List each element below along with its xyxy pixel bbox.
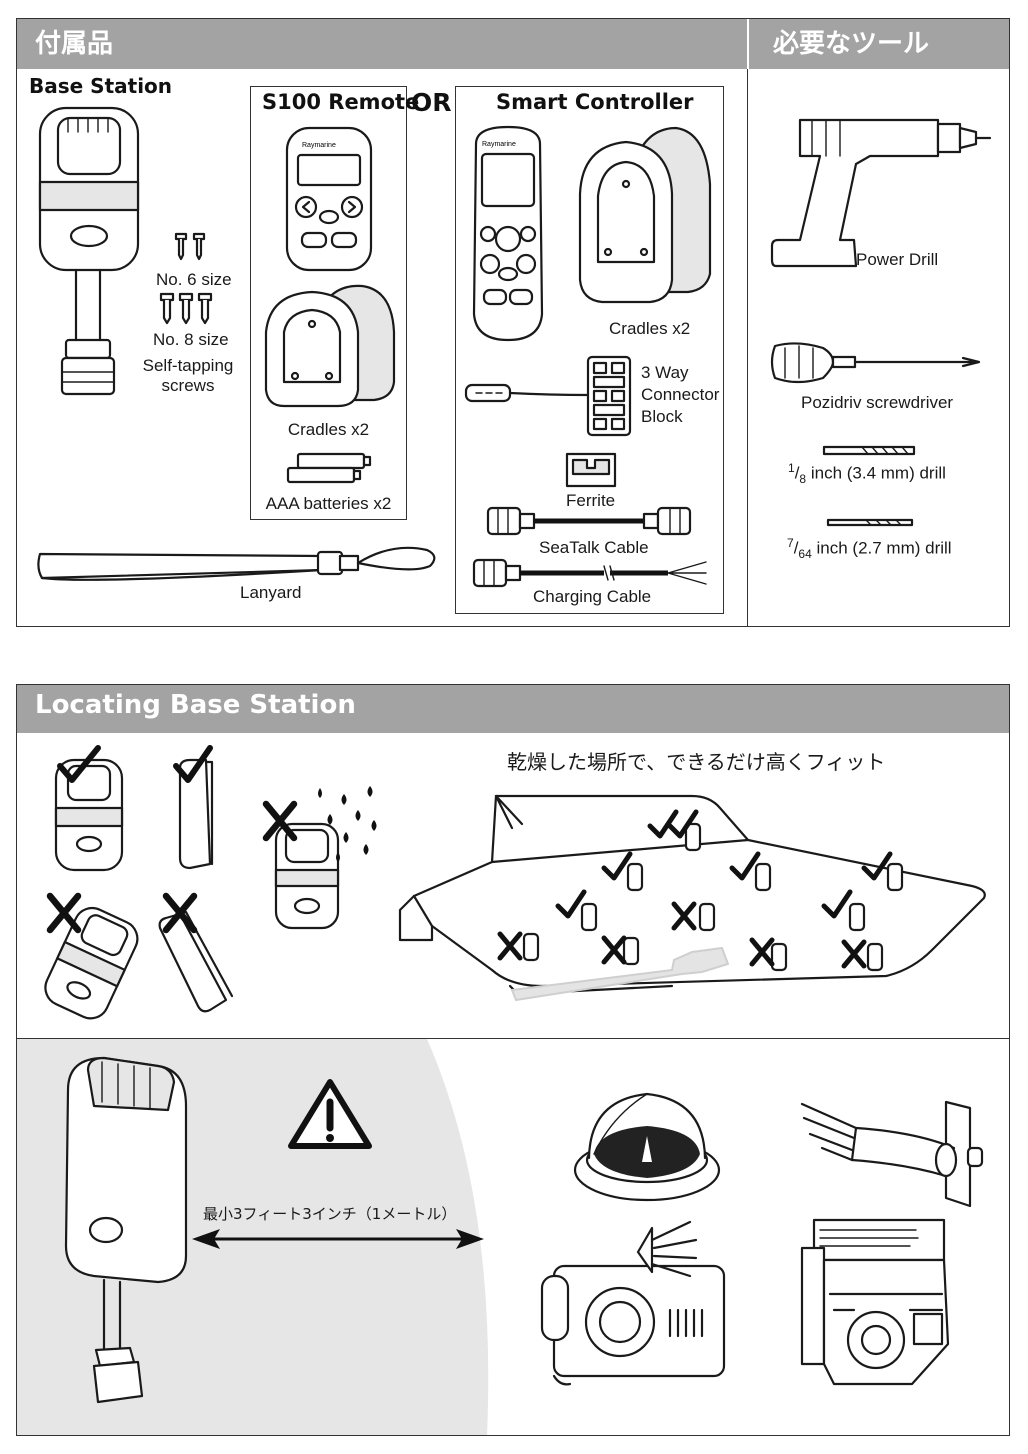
- orientation-wrong-tilted: [44, 892, 139, 1020]
- orientation-wrong-side-tilted: [158, 892, 234, 1013]
- bit2-numerator: 7: [787, 536, 794, 550]
- screw-no6-icon: [174, 232, 206, 261]
- s100-batteries-label: AAA batteries x2: [265, 494, 392, 513]
- distance-arrow: [192, 1229, 484, 1249]
- bit1-text: inch (3.4 mm) drill: [806, 463, 946, 483]
- power-drill-label: Power Drill: [856, 250, 939, 269]
- orientation-wrong-rain: [262, 786, 377, 930]
- bit2-text: inch (2.7 mm) drill: [811, 538, 952, 558]
- bit2-denominator: 64: [798, 547, 812, 562]
- tools-header: 必要なツール: [749, 19, 1009, 69]
- header-divider: [747, 19, 749, 69]
- seatalk-cable-image: [486, 506, 692, 536]
- seatalk-cable-label: SeaTalk Cable: [539, 538, 649, 557]
- screws-label-line2: screws: [161, 376, 215, 395]
- charging-cable-label: Charging Cable: [533, 587, 652, 606]
- smart-controller-box: [455, 86, 724, 614]
- screwdriver-icon: [770, 342, 981, 384]
- cable-gland-icon: [800, 1100, 984, 1208]
- bit1-numerator: 1: [788, 461, 795, 475]
- drill-bit-eighth-label: 1/8 inch (3.4 mm) drill: [788, 461, 946, 487]
- boat-positions: [497, 809, 904, 972]
- locating-header: Locating Base Station: [17, 685, 1009, 733]
- smart-cradles-label: Cradles x2: [609, 319, 691, 338]
- or-label: OR: [411, 88, 452, 117]
- s100-remote-image: Raymarine: [285, 126, 373, 272]
- smart-controller-title: Smart Controller: [496, 90, 694, 114]
- screw-no8-label: No. 8 size: [153, 330, 229, 349]
- svg-text:Raymarine: Raymarine: [482, 141, 516, 148]
- column-divider: [747, 18, 748, 627]
- screwdriver-label: Pozidriv screwdriver: [801, 393, 954, 412]
- connector-label-line2: Connector: [641, 385, 720, 404]
- connector-label-line3: Block: [641, 407, 683, 426]
- lanyard-label: Lanyard: [240, 583, 302, 602]
- screws-label-line1: Self-tapping: [142, 356, 234, 375]
- power-drill-icon: [770, 118, 992, 268]
- smart-cradles-image: [578, 126, 712, 304]
- drill-bit-eighth-icon: [822, 445, 916, 456]
- s100-remote-box: [250, 86, 407, 520]
- screw-no8-icon: [159, 292, 213, 325]
- warning-icon: [288, 1079, 372, 1149]
- orientation-correct-front: [54, 745, 124, 872]
- speaker-icon: [540, 1220, 726, 1386]
- ferrite-image: [565, 452, 617, 488]
- lanyard-image: [37, 546, 436, 581]
- locating-divider: [16, 1038, 1010, 1039]
- connector-label-line1: 3 Way: [641, 363, 689, 382]
- base-station-large-image: [64, 1056, 188, 1404]
- drill-bit-7-64-icon: [826, 518, 914, 527]
- svg-text:Raymarine: Raymarine: [302, 142, 336, 149]
- s100-cradles-image: [264, 284, 396, 408]
- charging-cable-image: [472, 558, 707, 588]
- drill-bit-7-64-label: 7/64 inch (2.7 mm) drill: [787, 536, 952, 562]
- compass-icon: [573, 1092, 721, 1202]
- aaa-batteries-image: [286, 452, 372, 484]
- engine-icon: [800, 1218, 950, 1386]
- smart-controller-image: Raymarine: [472, 125, 544, 342]
- bit1-denominator: 8: [799, 472, 807, 487]
- base-station-title: Base Station: [29, 74, 173, 98]
- distance-label: 最小3フィート3インチ（1メートル）: [203, 1205, 457, 1223]
- base-station-image: [38, 106, 140, 396]
- boat-caption: 乾燥した場所で、できるだけ高くフィット: [507, 750, 886, 774]
- boat-diagram: [398, 794, 986, 1002]
- accessories-header: 付属品: [17, 19, 748, 69]
- s100-remote-title: S100 Remote: [262, 90, 420, 114]
- accessories-panel: [16, 18, 1010, 627]
- ferrite-label: Ferrite: [566, 491, 616, 510]
- screw-no6-label: No. 6 size: [156, 270, 232, 289]
- locating-panel: [16, 684, 1010, 1436]
- s100-cradles-label: Cradles x2: [287, 420, 370, 439]
- connector-block-image: [464, 355, 632, 437]
- orientation-correct-side: [173, 745, 214, 870]
